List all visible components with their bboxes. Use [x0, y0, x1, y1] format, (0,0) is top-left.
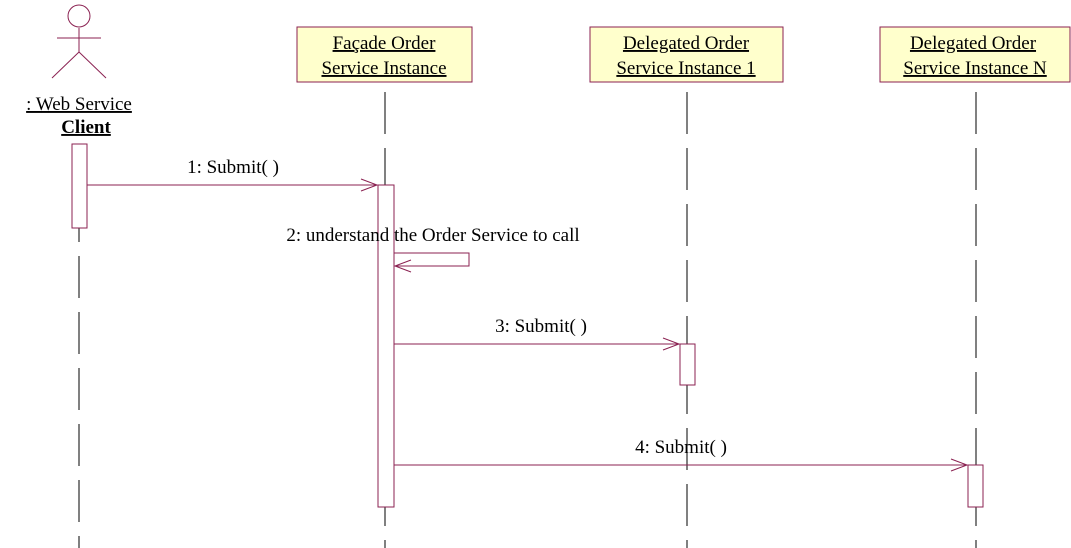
activation-delegated-1: [679, 343, 696, 386]
object-facade-line2: Service Instance: [321, 58, 446, 79]
message-4-label: 4: Submit( ): [635, 437, 727, 458]
message-3-arrowhead: [662, 337, 681, 351]
actor-label-line2: Client: [61, 117, 111, 138]
object-delegated-n: Delegated Order Service Instance N: [879, 26, 1071, 83]
object-delegated-1: Delegated Order Service Instance 1: [589, 26, 784, 83]
object-delegated-1-line2: Service Instance 1: [616, 58, 755, 79]
object-delegated-n-box: [879, 26, 1071, 83]
message-2-arrow: [394, 252, 470, 267]
activation-delegated-n: [967, 464, 984, 508]
object-delegated-1-line1: Delegated Order: [623, 33, 750, 54]
object-facade-box: [296, 26, 473, 83]
message-4-arrowhead: [950, 458, 969, 472]
activation-facade: [377, 184, 395, 508]
message-3-label: 3: Submit( ): [495, 316, 587, 337]
actor-head: [67, 4, 91, 28]
messages: [87, 178, 969, 472]
object-delegated-1-box: [589, 26, 784, 83]
activations: [71, 143, 984, 508]
object-facade-line1: Façade Order: [333, 33, 437, 54]
actor-right-leg: [78, 51, 107, 79]
message-1-label: 1: Submit( ): [187, 157, 279, 178]
message-1-arrowhead: [360, 178, 379, 192]
message-2-label: 2: understand the Order Service to call: [286, 225, 579, 246]
object-delegated-n-line1: Delegated Order: [910, 33, 1037, 54]
actor-left-leg: [51, 51, 80, 79]
activation-actor: [71, 143, 88, 229]
object-facade: Façade Order Service Instance: [296, 26, 473, 83]
object-delegated-n-line2: Service Instance N: [903, 58, 1047, 79]
message-2-arrowhead: [393, 259, 412, 273]
actor-figure: [51, 4, 107, 79]
actor-label-line1: : Web Service: [26, 94, 132, 115]
